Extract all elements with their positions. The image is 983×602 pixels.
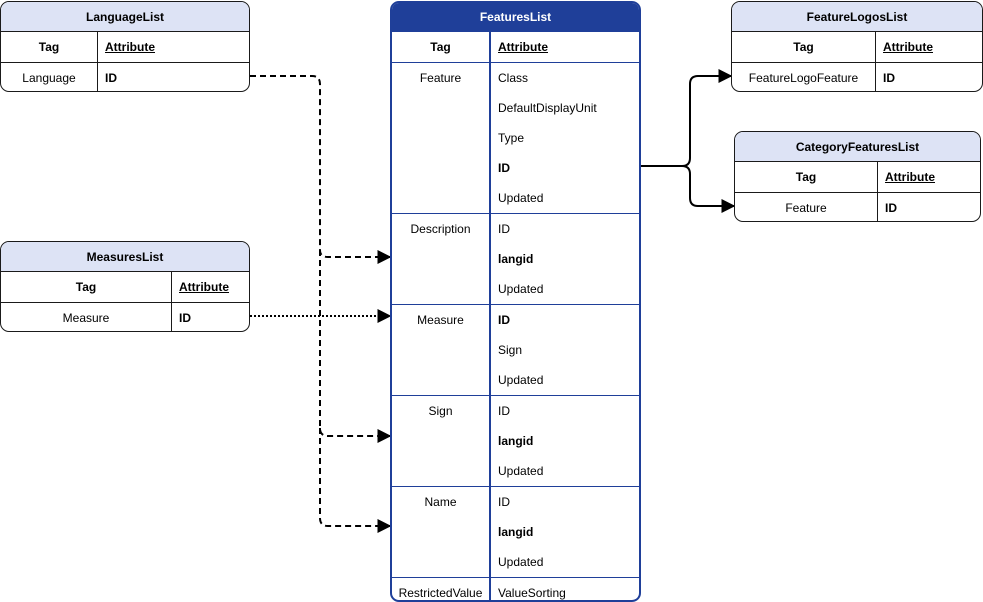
- tag-cell: Description: [392, 214, 491, 304]
- attribute-cell: ID: [105, 71, 117, 85]
- table-row: FeatureLogoFeature ID: [732, 63, 982, 91]
- tag-column-header: Tag: [1, 272, 172, 302]
- table-row: Feature ID: [735, 193, 980, 221]
- attribute-cell: ID: [498, 313, 510, 327]
- connector-language-to-description: [250, 75, 392, 264]
- tag-cell: Measure: [1, 303, 172, 331]
- table-header-row: Tag Attribute: [735, 162, 980, 193]
- attribute-column-header: Attribute: [885, 170, 935, 184]
- tag-cell: FeatureLogoFeature: [732, 63, 876, 91]
- connector-language-to-name: [319, 428, 392, 533]
- attribute-cell: Updated: [498, 282, 544, 296]
- measureslist-table: MeasuresList Tag Attribute Measure ID: [0, 241, 250, 332]
- attribute-column-header: Attribute: [105, 40, 155, 54]
- attribute-cell: ValueSorting: [498, 586, 566, 600]
- featureslist-title: FeaturesList: [392, 3, 639, 32]
- attribute-column-header: Attribute: [883, 40, 933, 54]
- table-row: Measure ID: [1, 303, 249, 331]
- tag-column-header: Tag: [392, 32, 491, 62]
- connector-feature-to-featurelogos: [640, 69, 733, 167]
- featurelogoslist-table: FeatureLogosList Tag Attribute FeatureLo…: [731, 1, 983, 92]
- table-header-row: Tag Attribute: [1, 32, 249, 63]
- attribute-cell: Updated: [498, 464, 544, 478]
- tag-cell: Feature: [392, 63, 491, 213]
- tag-column-header: Tag: [735, 162, 878, 192]
- languagelist-title: LanguageList: [1, 2, 249, 32]
- measureslist-title: MeasuresList: [1, 242, 249, 272]
- table-row: Language ID: [1, 63, 249, 91]
- attribute-cell: langid: [498, 252, 534, 266]
- featurelogoslist-title: FeatureLogosList: [732, 2, 982, 32]
- connector-language-to-sign: [319, 250, 392, 443]
- attribute-cell: ID: [885, 201, 897, 215]
- attribute-column-header: Attribute: [179, 280, 229, 294]
- categoryfeatureslist-title: CategoryFeaturesList: [735, 132, 980, 162]
- tag-cell: Language: [1, 63, 98, 91]
- languagelist-table: LanguageList Tag Attribute Language ID: [0, 1, 250, 92]
- tag-cell: Sign: [392, 396, 491, 486]
- tag-cell: Name: [392, 487, 491, 577]
- table-row: RestrictedValue ValueSorting: [392, 578, 639, 600]
- connector-feature-to-categoryfeatures: [681, 165, 736, 213]
- attribute-cell: Type: [498, 131, 525, 145]
- attribute-cell: langid: [498, 525, 534, 539]
- tag-cell: Feature: [735, 193, 878, 221]
- table-header-row: Tag Attribute: [732, 32, 982, 63]
- table-header-row: Tag Attribute: [1, 272, 249, 303]
- attribute-cell: DefaultDisplayUnit: [498, 101, 597, 115]
- tag-cell: RestrictedValue: [392, 578, 491, 600]
- attribute-cell: ID: [179, 311, 191, 325]
- attribute-cell: ID: [498, 495, 510, 509]
- attribute-cell: ID: [883, 71, 895, 85]
- attribute-cell: Class: [498, 71, 529, 85]
- tag-cell: Measure: [392, 305, 491, 395]
- attribute-cell: ID: [498, 222, 510, 236]
- attribute-cell: langid: [498, 434, 534, 448]
- attribute-cell: ID: [498, 161, 510, 175]
- tag-column-header: Tag: [1, 32, 98, 62]
- attribute-cell: ID: [498, 404, 510, 418]
- attribute-list: ValueSorting: [491, 578, 566, 600]
- attribute-cell: Updated: [498, 191, 544, 205]
- table-header-row: Tag Attribute: [392, 32, 639, 63]
- tag-column-header: Tag: [732, 32, 876, 62]
- categoryfeatureslist-table: CategoryFeaturesList Tag Attribute Featu…: [734, 131, 981, 222]
- attribute-cell: Updated: [498, 373, 544, 387]
- attribute-column-header: Attribute: [498, 40, 548, 54]
- attribute-cell: Sign: [498, 343, 523, 357]
- attribute-cell: Updated: [498, 555, 544, 569]
